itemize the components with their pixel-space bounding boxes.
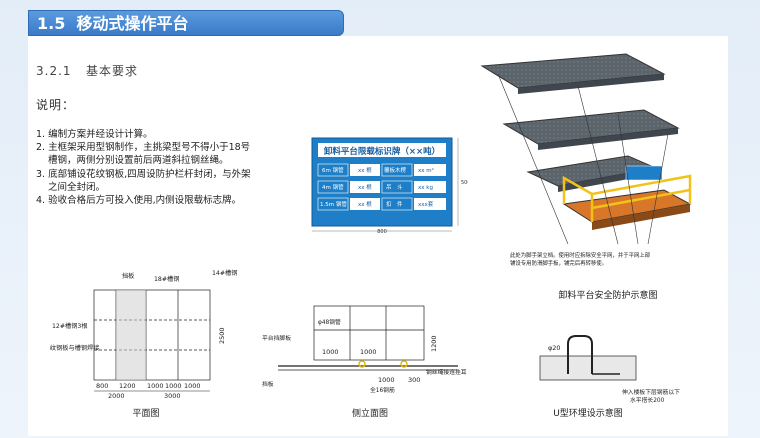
- limit-sign-small: [625, 165, 663, 181]
- elevation-label-pipe: φ48钢管: [318, 318, 341, 326]
- sign-cell: xx 根: [358, 183, 372, 191]
- requirement-line: 1. 编制方案并经设计计算。: [36, 129, 153, 140]
- sign-title: 卸料平台限载标识牌（××吨）: [324, 146, 440, 157]
- note-label: 说明：: [36, 98, 76, 112]
- subsection-number: 3.2.1: [36, 64, 72, 78]
- wire-eye: [400, 360, 408, 368]
- elevation-dim: 1000: [378, 376, 395, 384]
- elevation-height-dim: 1200: [430, 335, 438, 352]
- u-ring-drawing: φ20 伸入楼板下层钢筋以下 水平搭长200 U型环埋设示意图: [539, 335, 680, 419]
- requirement-line: 4. 验收合格后方可投入使用,内侧设限载标志牌。: [36, 195, 242, 207]
- requirements-list: 1. 编制方案并经设计计算。 2. 主框架采用型钢制作，主挑梁型号不得小于18号…: [36, 128, 286, 207]
- sign-cell: xx 根: [358, 166, 372, 174]
- sign-cell: 覆板木楞: [384, 166, 407, 174]
- elevation-dim: 1000: [360, 348, 377, 356]
- plan-dim: 1000: [184, 382, 201, 390]
- sign-cell: 扣 件: [386, 200, 403, 208]
- leader-lines: [497, 73, 669, 245]
- platform-annotation: 铺设专用防滑脚手板，铺完后再转移使。: [510, 259, 607, 267]
- requirement-line: 之间全封闭。: [48, 181, 106, 193]
- plan-view-drawing: 挡板 18#槽钢 14#槽钢 12#槽钢3根 δ3花纹钢板与槽钢焊接 2500 …: [50, 269, 237, 419]
- plan-caption: 平面图: [132, 408, 159, 419]
- plan-hatched-plate: [116, 290, 146, 380]
- elevation-drawing: φ48钢管 平台挡脚板 钢丝绳接连挂耳 全16钢筋 挡板 1200 1000 1…: [262, 305, 467, 419]
- sign-width-label: 800: [377, 229, 387, 234]
- section-header: 1.5 移动式操作平台: [28, 10, 344, 36]
- requirement-line: 槽钢，两侧分别设置前后两道斜拉钢丝绳。: [48, 155, 229, 167]
- plan-label-ch14: 14#槽钢: [212, 269, 237, 277]
- elevation-label-rail: 平台挡脚板: [262, 334, 291, 342]
- header-number: 1.5: [37, 14, 66, 33]
- plan-label-side: 挡板: [122, 272, 134, 280]
- platform-edge: [592, 204, 690, 230]
- elevation-label-wire: 钢丝绳接连挂耳: [426, 368, 467, 376]
- plan-dim: 1000: [147, 382, 164, 390]
- elevation-label-bolt: 全16钢筋: [370, 386, 395, 394]
- sign-cell: 1.5m 钢管: [320, 200, 347, 208]
- sign-title-bar: [318, 143, 446, 157]
- load-limit-sign: 卸料平台限载标识牌（××吨） 6m 钢管 xx 根 覆板木楞 xx m² 4m …: [311, 137, 468, 234]
- elevation-frame: [313, 305, 425, 361]
- subsection-title: 基本要求: [86, 64, 139, 78]
- elevation-caption: 侧立面图: [352, 407, 388, 419]
- plan-dim: 3000: [164, 392, 181, 400]
- platform-annotation: 此处为脚手架立档。使用时应拆除安全平网，并于平网上部: [510, 251, 651, 259]
- sign-cell: xx kg: [418, 185, 433, 191]
- platform-caption: 卸料平台安全防护示意图: [558, 289, 657, 301]
- sign-cell: xx 根: [358, 200, 372, 208]
- slab-section: [539, 355, 637, 381]
- sign-cell: xxx套: [418, 200, 434, 208]
- plate-edge: [518, 74, 664, 94]
- header-title: 移动式操作平台: [76, 14, 189, 33]
- plan-label-plate: δ3花纹钢板与槽钢焊接: [50, 344, 99, 352]
- plan-label-ch18: 18#槽钢: [154, 275, 179, 283]
- plan-label-ch12: 12#槽钢3根: [52, 322, 88, 330]
- plan-dim: 1000: [165, 382, 182, 390]
- requirement-line: 2. 主框架采用型钢制作，主挑梁型号不得小于18号: [36, 142, 251, 154]
- sign-height-label: 500: [461, 180, 468, 186]
- requirement-line: 3. 底部铺设花纹钢板,四周设防护栏杆封闭，与外架: [36, 168, 251, 180]
- elevation-label-side: 挡板: [262, 380, 274, 388]
- u-ring-caption: U型环埋设示意图: [553, 407, 623, 419]
- plan-height-dim: 2500: [218, 327, 226, 344]
- sign-cell: xx m²: [418, 167, 434, 174]
- u-ring-note: 水平搭长200: [630, 396, 665, 404]
- plan-outline: [93, 289, 211, 381]
- sign-cell: 6m 钢管: [322, 166, 344, 174]
- plan-dim: 1200: [119, 382, 136, 390]
- subsection-heading: 3.2.1 基本要求: [36, 62, 138, 79]
- u-ring-note: 伸入楼板下层钢筋以下: [622, 388, 680, 396]
- platform-3d-illustration: 此处为脚手架立档。使用时应拆除安全平网，并于平网上部 铺设专用防滑脚手板，铺完后…: [480, 53, 692, 301]
- sign-cell: 吊 斗: [386, 184, 403, 191]
- wire-eye: [358, 360, 366, 368]
- elevation-dim: 300: [408, 376, 420, 384]
- plan-dim: 2000: [108, 392, 125, 400]
- sign-cell: 4m 钢管: [322, 183, 344, 191]
- u-ring-label: φ20: [548, 344, 561, 352]
- u-ring: [567, 335, 593, 374]
- plan-dim: 800: [96, 382, 108, 390]
- elevation-dim: 1000: [322, 348, 339, 356]
- plate-edge: [538, 128, 678, 150]
